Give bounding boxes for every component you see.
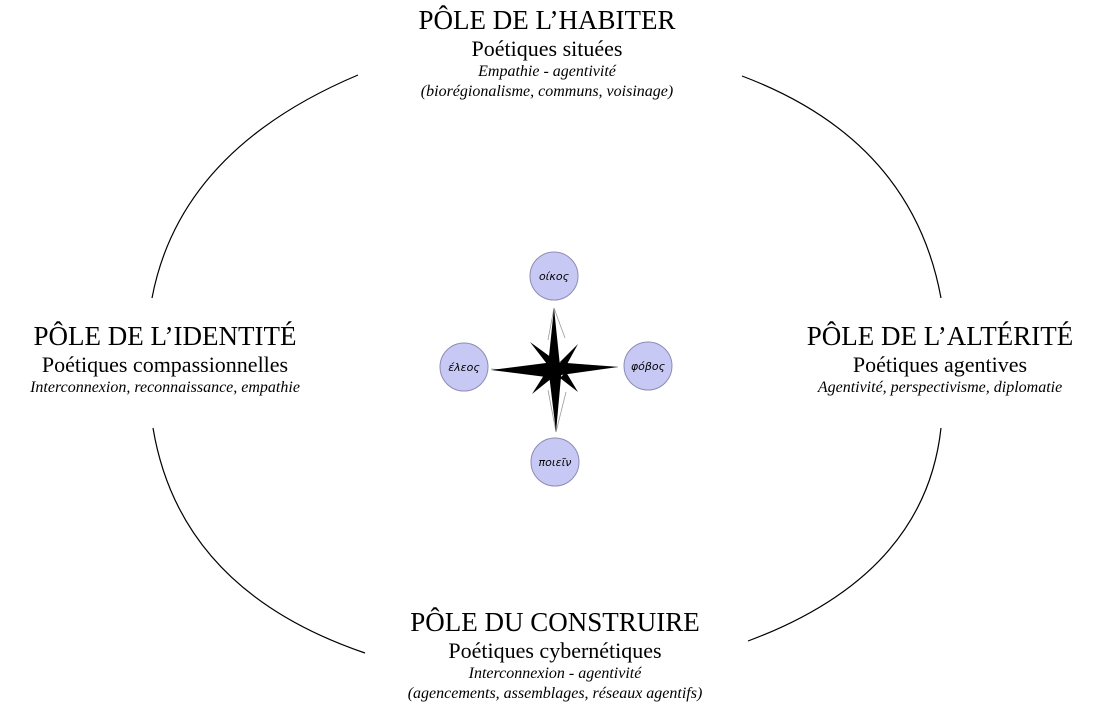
pole-construire-keywords: Interconnexion - agentivité bbox=[468, 665, 642, 682]
compass-point-ne bbox=[560, 344, 578, 366]
compass-point-east bbox=[554, 362, 618, 376]
pole-alterite-subtitle: Poétiques agentives bbox=[852, 352, 1028, 377]
pole-identite-keywords: Interconnexion, reconnaissance, empathie bbox=[30, 379, 300, 396]
pole-identite-subtitle: Poétiques compassionnelles bbox=[41, 352, 289, 377]
compass-point-north bbox=[548, 308, 560, 366]
compass-point-nw bbox=[530, 342, 552, 364]
pole-construire-subtitle: Poétiques cybernétiques bbox=[448, 638, 662, 663]
node-label-east: φόβος bbox=[631, 360, 666, 373]
pole-identite-title: PÔLE DE L’IDENTITÉ bbox=[33, 321, 297, 351]
arc-top-right bbox=[741, 75, 942, 299]
arc-bottom-left bbox=[152, 427, 366, 654]
arc-bottom-right bbox=[747, 427, 942, 642]
compass-point-west bbox=[491, 362, 554, 378]
pole-construire: PÔLE DU CONSTRUIRE Poétiques cybernétiqu… bbox=[330, 606, 780, 704]
pole-alterite-keywords: Agentivité, perspectivisme, diplomatie bbox=[817, 379, 1063, 396]
compass-node-south: ποιεῖν bbox=[530, 437, 580, 487]
compass-rose bbox=[490, 307, 619, 433]
node-label-north: οίκος bbox=[539, 270, 570, 283]
node-label-west: έλεος bbox=[448, 361, 480, 374]
pole-construire-title: PÔLE DU CONSTRUIRE bbox=[410, 607, 700, 637]
pole-habiter-keywords: Empathie - agentivité bbox=[478, 63, 616, 80]
pole-alterite-title: PÔLE DE L’ALTÉRITÉ bbox=[806, 321, 1074, 351]
pole-identite: PÔLE DE L’IDENTITÉ Poétiques compassionn… bbox=[0, 320, 330, 398]
pole-construire-detail: (agencements, assemblages, réseaux agent… bbox=[407, 685, 703, 702]
pole-habiter-subtitle: Poétiques situées bbox=[471, 36, 623, 61]
compass-point-se bbox=[560, 372, 578, 392]
compass-node-west: έλεος bbox=[439, 342, 489, 392]
arc-top-left bbox=[151, 74, 359, 299]
pole-habiter-title: PÔLE DE L’HABITER bbox=[418, 5, 676, 35]
compass-node-north: οίκος bbox=[529, 251, 579, 301]
compass-point-sw bbox=[532, 372, 552, 394]
compass-point-south bbox=[548, 366, 562, 432]
pole-habiter-detail: (biorégionalisme, communs, voisinage) bbox=[420, 83, 674, 100]
node-label-south: ποιεῖν bbox=[539, 456, 572, 469]
compass-node-east: φόβος bbox=[623, 341, 673, 391]
pole-habiter: PÔLE DE L’HABITER Poétiques situées Empa… bbox=[347, 4, 747, 102]
pole-alterite: PÔLE DE L’ALTÉRITÉ Poétiques agentives A… bbox=[785, 320, 1095, 398]
